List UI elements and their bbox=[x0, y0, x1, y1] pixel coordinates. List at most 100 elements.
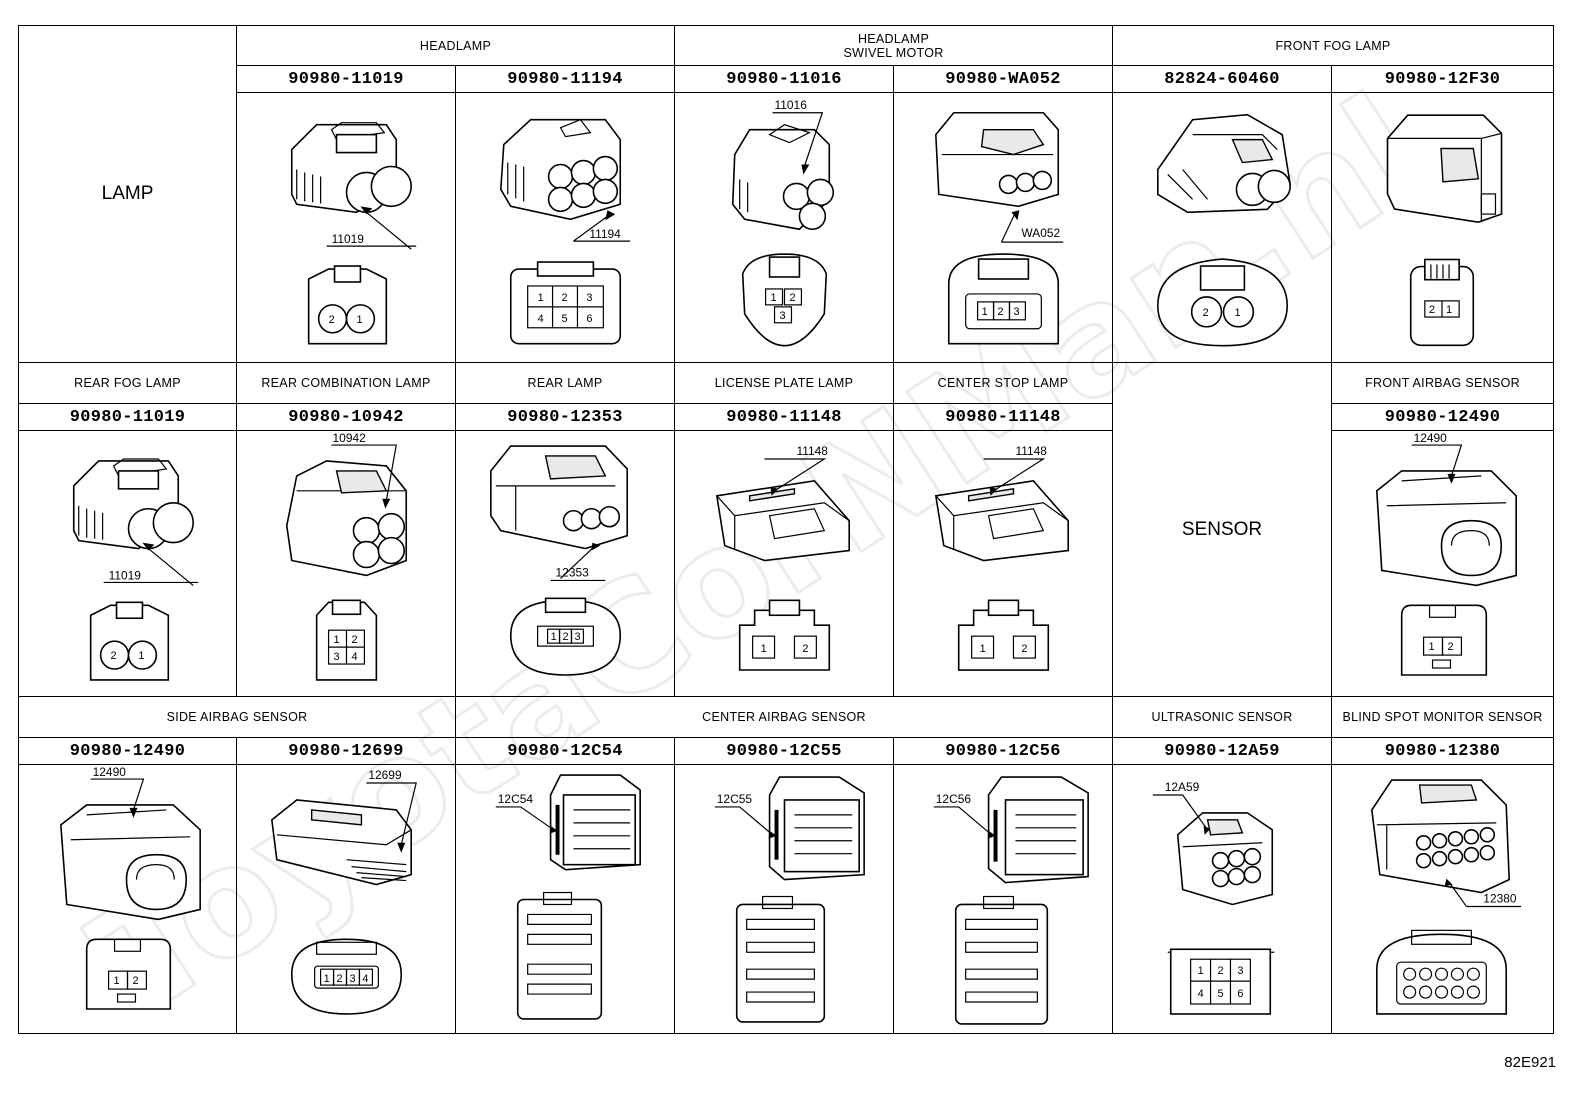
connector-figure: 12C55 bbox=[674, 764, 895, 1035]
connector-figure: 11016 1 2 3 bbox=[674, 91, 895, 364]
svg-text:1: 1 bbox=[538, 292, 544, 304]
svg-text:11016: 11016 bbox=[775, 98, 808, 112]
connector-figure: 2 1 bbox=[1112, 91, 1333, 364]
connector-figure: WA052 1 2 3 bbox=[893, 91, 1114, 364]
connector-figure: 11019 2 1 bbox=[18, 430, 237, 698]
part-number: 90980-12380 bbox=[1331, 737, 1555, 766]
svg-text:12C54: 12C54 bbox=[498, 792, 534, 806]
connector-figure: 12A59 1 2 3 4 5 6 bbox=[1112, 764, 1333, 1035]
connector-figure: 12C56 bbox=[893, 764, 1114, 1035]
connector-figure: 12380 bbox=[1331, 764, 1555, 1035]
svg-text:1: 1 bbox=[980, 644, 986, 656]
svg-text:2: 2 bbox=[1021, 644, 1027, 656]
svg-text:12C55: 12C55 bbox=[717, 792, 753, 806]
svg-text:12A59: 12A59 bbox=[1165, 780, 1200, 794]
svg-text:4: 4 bbox=[1198, 988, 1204, 1000]
svg-text:2: 2 bbox=[1218, 966, 1224, 978]
connector-12C54-drawing: 12C54 bbox=[495, 774, 641, 1021]
svg-text:12490: 12490 bbox=[1414, 431, 1448, 445]
connector-figure: 12353 1 2 3 bbox=[454, 430, 676, 698]
heading-rear-fog-lamp: REAR FOG LAMP bbox=[18, 362, 237, 405]
svg-text:12699: 12699 bbox=[368, 768, 402, 782]
part-number: 90980-10942 bbox=[236, 403, 456, 432]
connector-11019-drawing: 11019 2 1 bbox=[72, 458, 199, 682]
connector-12353-drawing: 12353 1 2 3 bbox=[490, 445, 629, 677]
svg-text:10942: 10942 bbox=[333, 431, 367, 445]
svg-text:11194: 11194 bbox=[589, 227, 621, 241]
connector-12C55-drawing: 12C55 bbox=[714, 776, 865, 1024]
connector-11194-drawing: 11194 1 2 3 4 5 6 bbox=[499, 118, 631, 345]
svg-text:6: 6 bbox=[1237, 988, 1243, 1000]
heading-ultrasonic-sensor: ULTRASONIC SENSOR bbox=[1112, 696, 1333, 739]
svg-text:5: 5 bbox=[1218, 988, 1224, 1000]
svg-text:3: 3 bbox=[780, 310, 786, 322]
connector-12380-drawing: 12380 bbox=[1371, 779, 1522, 1016]
part-number: 90980-11148 bbox=[674, 403, 895, 432]
group-label-sensor: SENSOR bbox=[1112, 362, 1333, 698]
svg-text:12C56: 12C56 bbox=[936, 792, 972, 806]
svg-text:2: 2 bbox=[1429, 304, 1435, 316]
heading-rear-lamp: REAR LAMP bbox=[454, 362, 676, 405]
part-number: 90980-11016 bbox=[674, 65, 895, 93]
svg-text:5: 5 bbox=[562, 313, 568, 325]
svg-text:2: 2 bbox=[563, 632, 569, 644]
svg-text:4: 4 bbox=[362, 974, 368, 986]
connector-10942-drawing: 10942 1 2 3 4 bbox=[285, 431, 408, 682]
connector-figure: 12699 1 2 3 4 bbox=[236, 764, 456, 1035]
svg-text:12380: 12380 bbox=[1483, 892, 1517, 906]
svg-text:2: 2 bbox=[329, 314, 335, 326]
heading-blind-spot-monitor-sensor: BLIND SPOT MONITOR SENSOR bbox=[1331, 696, 1555, 739]
svg-text:1: 1 bbox=[138, 650, 144, 662]
svg-text:3: 3 bbox=[334, 651, 340, 663]
connector-figure: 11019 2 1 bbox=[236, 91, 456, 364]
connector-figure: 12490 1 2 bbox=[1331, 430, 1555, 698]
svg-text:2: 2 bbox=[562, 292, 568, 304]
connector-12699-drawing: 12699 1 2 3 4 bbox=[270, 768, 417, 1016]
connector-figure: 11148 1 2 bbox=[674, 430, 895, 698]
connector-12F30-drawing: 2 1 bbox=[1386, 114, 1503, 347]
connector-figure: 11148 1 2 bbox=[893, 430, 1114, 698]
connector-WA052-drawing: WA052 1 2 3 bbox=[935, 111, 1064, 345]
part-number: 90980-12699 bbox=[236, 737, 456, 766]
connector-figure: 2 1 bbox=[1331, 91, 1555, 364]
part-number: 90980-12490 bbox=[1331, 403, 1555, 432]
connector-12C56-drawing: 12C56 bbox=[933, 776, 1089, 1026]
svg-text:4: 4 bbox=[538, 313, 544, 325]
heading-center-airbag-sensor: CENTER AIRBAG SENSOR bbox=[454, 696, 1114, 739]
part-number: 82824-60460 bbox=[1112, 65, 1333, 93]
svg-text:6: 6 bbox=[586, 313, 592, 325]
svg-text:2: 2 bbox=[351, 635, 357, 647]
svg-text:WA052: WA052 bbox=[1021, 226, 1060, 240]
svg-text:1: 1 bbox=[771, 292, 777, 304]
svg-text:2: 2 bbox=[132, 976, 138, 988]
svg-text:1: 1 bbox=[324, 974, 330, 986]
svg-text:11148: 11148 bbox=[796, 444, 828, 458]
svg-text:11019: 11019 bbox=[332, 232, 365, 246]
svg-text:2: 2 bbox=[111, 650, 117, 662]
svg-text:3: 3 bbox=[574, 632, 580, 644]
part-number: 90980-11148 bbox=[893, 403, 1114, 432]
connector-figure: 12490 1 2 bbox=[18, 764, 237, 1035]
svg-text:1: 1 bbox=[1198, 966, 1204, 978]
svg-text:1: 1 bbox=[334, 635, 340, 647]
svg-text:1: 1 bbox=[982, 306, 988, 318]
part-number: 90980-12C56 bbox=[893, 737, 1114, 766]
heading-front-fog-lamp: FRONT FOG LAMP bbox=[1112, 25, 1555, 66]
part-number: 90980-12353 bbox=[454, 403, 676, 432]
svg-text:11019: 11019 bbox=[109, 569, 142, 583]
figure-code: 82E921 bbox=[1504, 1054, 1556, 1071]
part-number: 90980-12C54 bbox=[454, 737, 676, 766]
connector-12490-drawing: 12490 1 2 bbox=[1376, 431, 1517, 677]
svg-text:2: 2 bbox=[1203, 307, 1209, 319]
svg-text:3: 3 bbox=[1237, 966, 1243, 978]
connector-11019-drawing: 11019 2 1 bbox=[290, 122, 417, 345]
svg-text:1: 1 bbox=[1234, 307, 1240, 319]
svg-text:3: 3 bbox=[349, 974, 355, 986]
connector-11016-drawing: 11016 1 2 3 bbox=[731, 98, 835, 347]
svg-text:1: 1 bbox=[114, 976, 120, 988]
connector-figure: 12C54 bbox=[454, 764, 676, 1035]
svg-text:12353: 12353 bbox=[556, 566, 590, 580]
connector-12A59-drawing: 12A59 1 2 3 4 5 6 bbox=[1152, 780, 1275, 1016]
